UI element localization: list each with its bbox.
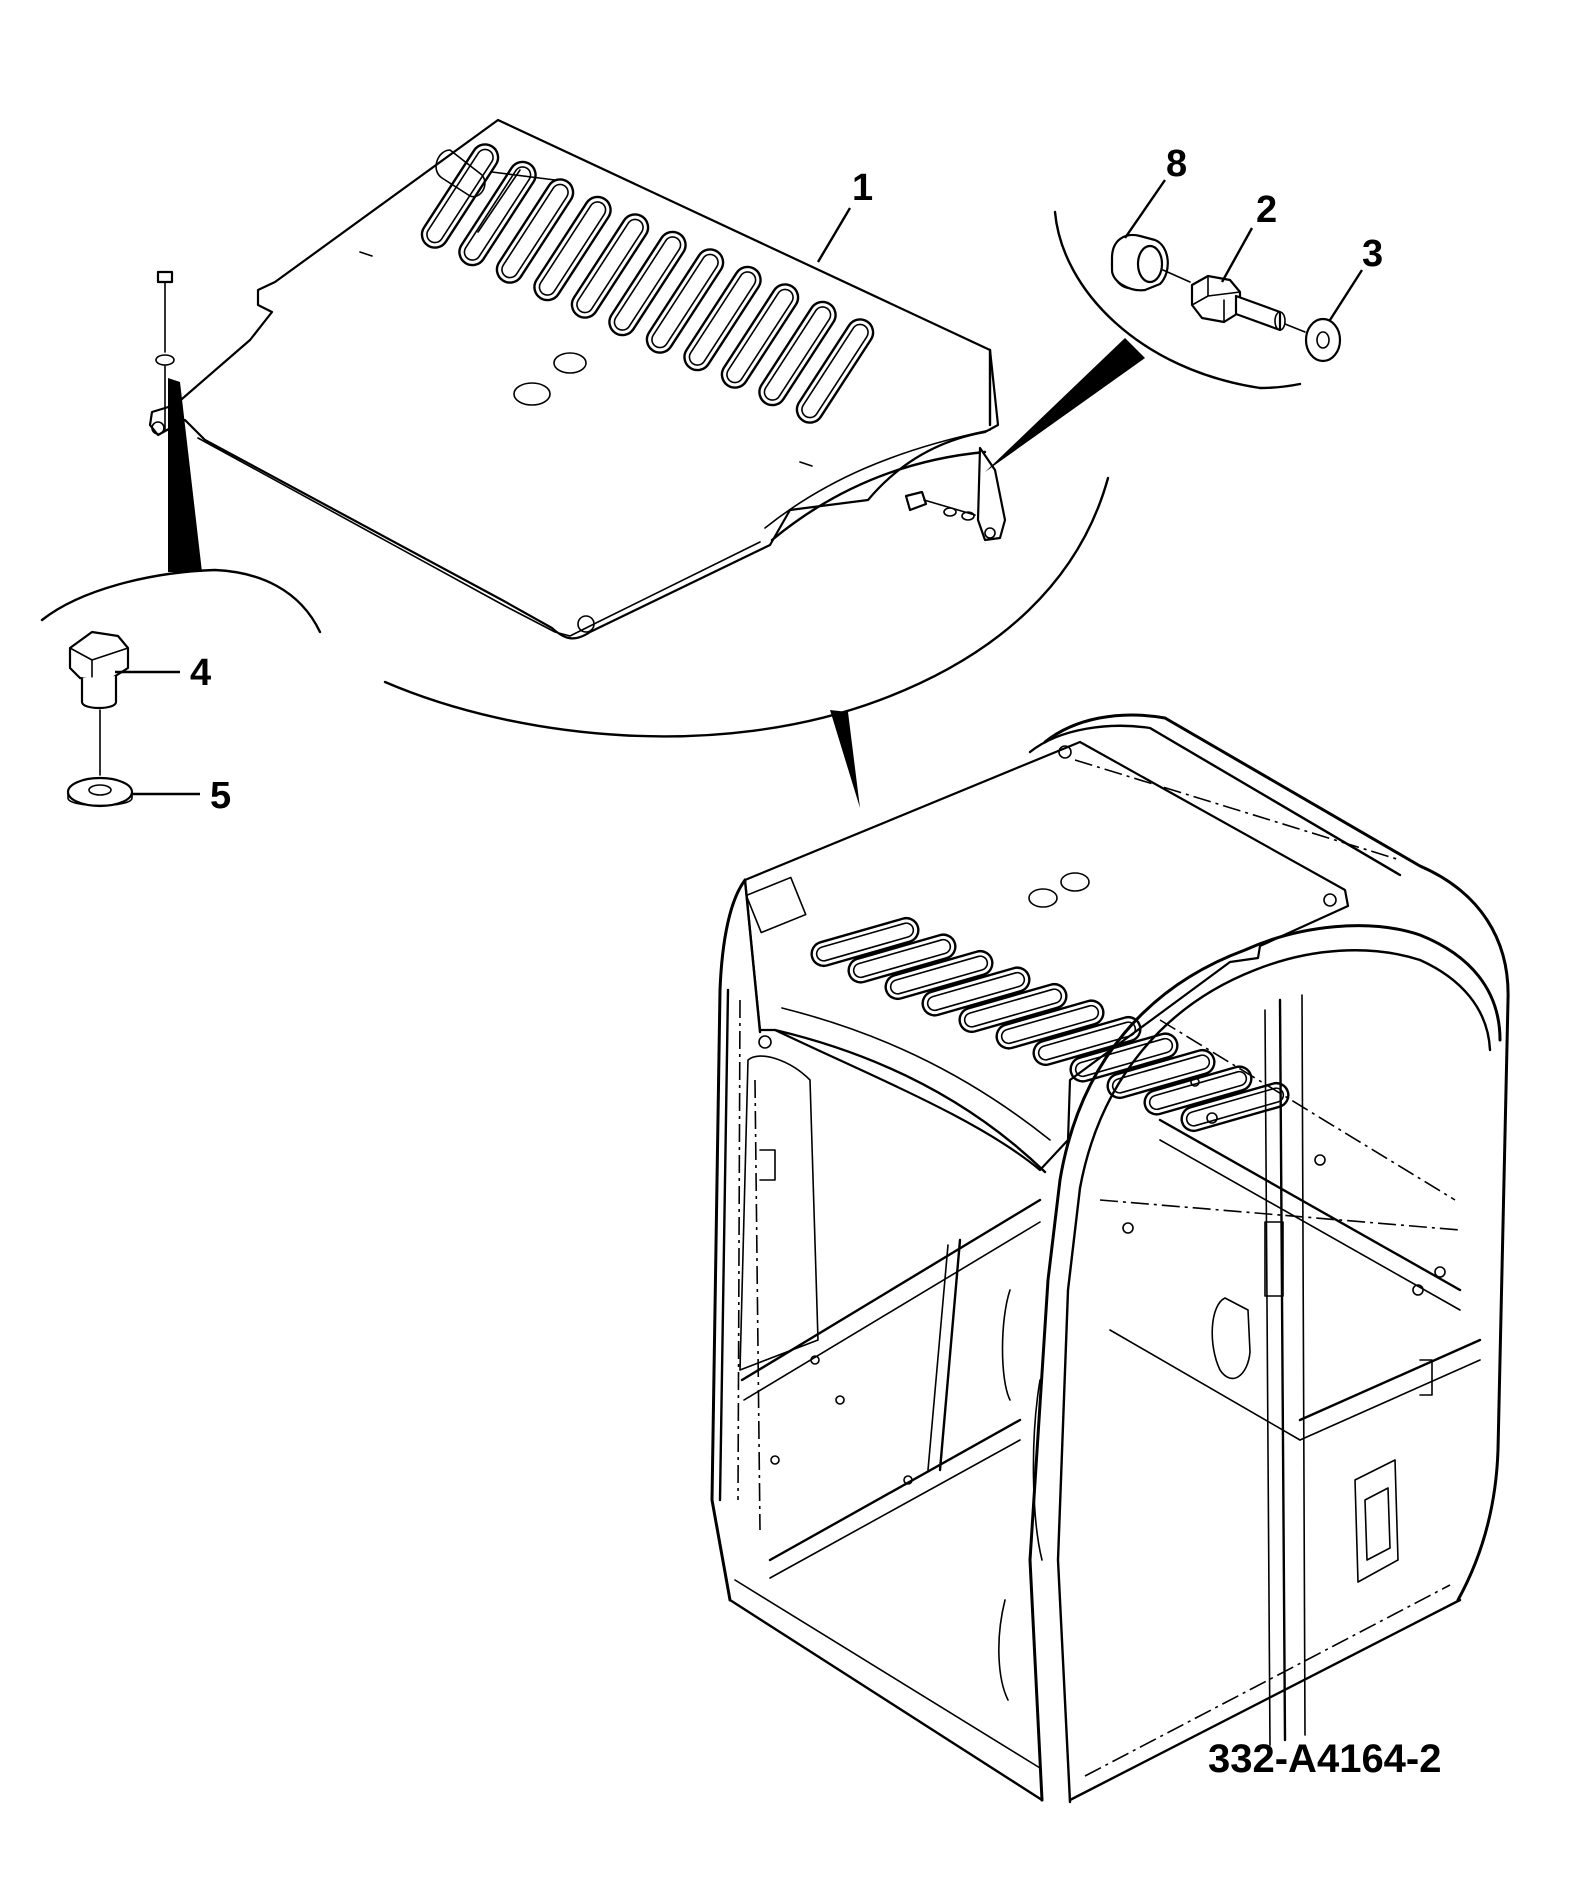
roof-panel-exploded [148,118,1007,640]
vent-slot-inner [815,922,915,962]
vent-slot-inner [1074,1037,1174,1078]
callout-leaders [115,179,1364,796]
vent-slot-inner [1037,1021,1137,1061]
vent-slot-inner [651,253,719,349]
vent-slot-inner [963,988,1063,1028]
cab-frame-assembly [710,713,1510,1804]
vent-slot-inner [688,271,757,366]
panel-end-fasteners [904,490,976,521]
vent-slot-inner [538,201,607,296]
callout-5: 5 [210,775,231,817]
vent-slot [645,248,725,354]
vent-slot-inner [726,288,794,384]
vent-slot-inner [926,971,1026,1012]
detail-bubble-main [383,476,1110,808]
vent-slot [921,966,1031,1017]
callout-3: 3 [1362,233,1383,275]
vent-slot-inner [763,306,832,401]
detail-bubble-left [40,378,322,808]
spacer-part-8 [1110,233,1169,292]
vent-slot-inner [1111,1054,1211,1094]
vent-slot [608,230,687,337]
vent-slot [795,318,875,424]
callout-1: 1 [852,167,873,209]
vent-slot [758,300,837,407]
vent-slot-inner [576,218,644,314]
vent-slot [995,999,1105,1050]
callout-4: 4 [190,652,211,694]
vent-slot-inner [889,955,989,995]
bolt-part-4 [68,630,130,710]
vent-slot-inner [501,183,569,279]
vent-slot-inner [801,323,869,419]
vent-slot [458,160,537,267]
small-screw-stack [155,270,175,431]
vent-slot [495,178,575,284]
vent-slot-inner [613,236,682,331]
vent-slot [1180,1081,1290,1133]
vent-slot [1106,1048,1216,1100]
vent-slot-inner [852,938,952,979]
vent-slot [683,265,762,372]
vent-slot [958,982,1068,1034]
washer-part-3 [1304,317,1342,363]
detail-bubble-right [985,210,1342,472]
vent-slot-inner [1148,1070,1248,1111]
vent-slot [847,933,957,984]
vent-slot-inner [1000,1004,1100,1045]
drawing-number: 332-A4164-2 [1208,1737,1442,1781]
vent-slot [720,283,800,389]
callout-8: 8 [1166,143,1187,185]
vent-slot [810,916,920,968]
vent-slot [884,949,994,1001]
vent-slot-inner [463,166,532,261]
vent-slot [533,195,612,302]
vent-slot-inner [426,148,494,244]
hex-bolt-part-2 [1190,274,1286,332]
vent-slot [420,143,500,249]
vent-slot-inner [1185,1087,1285,1127]
washer-part-5 [66,776,134,808]
vent-slot [570,213,650,319]
vent-slot [1032,1015,1142,1067]
callout-2: 2 [1256,189,1277,231]
